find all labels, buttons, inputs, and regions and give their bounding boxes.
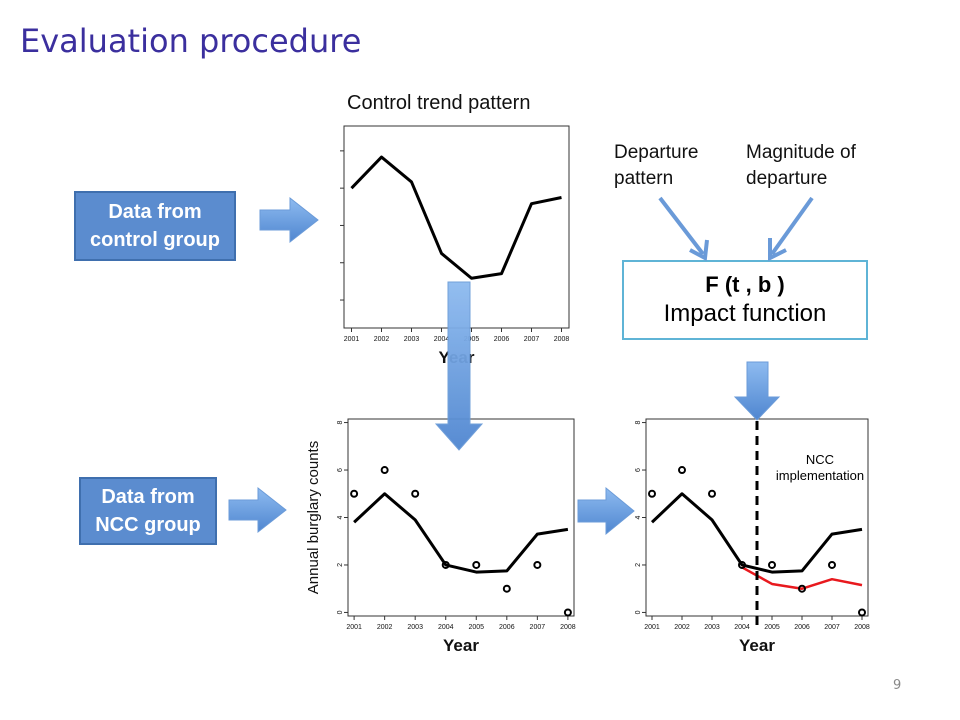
ncc-implementation-annotation: NCC implementation bbox=[775, 452, 865, 483]
arrow-down-icon bbox=[733, 361, 781, 421]
y-tick-label: 6 bbox=[635, 468, 642, 472]
arrow-right-icon bbox=[577, 486, 635, 536]
y-tick-label: 4 bbox=[635, 515, 642, 519]
x-axis-label: Year bbox=[443, 636, 479, 655]
x-tick-label: 2001 bbox=[644, 624, 660, 631]
observed-count-point bbox=[738, 560, 746, 569]
x-tick-label: 2006 bbox=[494, 336, 510, 343]
y-tick-label: 0 bbox=[635, 610, 642, 614]
x-tick-label: 2007 bbox=[530, 624, 546, 631]
arrow-right-icon bbox=[228, 486, 287, 534]
x-tick-label: 2003 bbox=[407, 624, 423, 631]
x-tick-label: 2005 bbox=[468, 624, 484, 631]
impact-adjusted-line bbox=[741, 566, 863, 590]
observed-count-point bbox=[411, 489, 420, 498]
y-tick-label: 4 bbox=[337, 515, 344, 519]
departure-arrow-icon bbox=[658, 196, 709, 262]
slide-title: Evaluation procedure bbox=[20, 22, 362, 60]
control-box-line1: Data from bbox=[108, 201, 202, 223]
magnitude-arrow-icon bbox=[768, 196, 814, 262]
x-tick-label: 2001 bbox=[346, 624, 362, 631]
y-tick-label: 6 bbox=[337, 468, 344, 472]
y-tick-label: 0 bbox=[337, 610, 344, 614]
y-tick-label: 2 bbox=[337, 563, 344, 567]
x-tick-label: 2007 bbox=[824, 624, 840, 631]
observed-count-point bbox=[858, 608, 866, 617]
page-number: 9 bbox=[893, 678, 902, 693]
x-tick-label: 2003 bbox=[704, 624, 720, 631]
departure-pattern-label: Departure pattern bbox=[614, 142, 699, 189]
ncc-scatter-chart: 2001 2002 2003 2004 2005 2006 2007 2008 0 2 4 6 8Yea… bbox=[305, 418, 576, 655]
control-group-box: Data from control group bbox=[74, 191, 236, 261]
observed-count-point bbox=[708, 489, 716, 498]
y-tick-label: 2 bbox=[635, 563, 642, 567]
ncc-box-line1: Data from bbox=[101, 486, 195, 508]
x-tick-label: 2006 bbox=[499, 624, 515, 631]
control-box-line2: control group bbox=[90, 229, 220, 251]
observed-count-point bbox=[533, 560, 542, 569]
arrow-down-icon bbox=[434, 281, 484, 451]
x-tick-label: 2005 bbox=[464, 336, 480, 343]
x-tick-label: 2001 bbox=[344, 336, 360, 343]
control-chart-title: Control trend pattern bbox=[347, 92, 531, 114]
x-tick-label: 2002 bbox=[374, 336, 390, 343]
x-tick-label: 2004 bbox=[438, 624, 454, 631]
ncc-group-box: Data from NCC group bbox=[79, 477, 217, 545]
impact-label: Impact function bbox=[663, 300, 827, 327]
x-tick-label: 2004 bbox=[434, 336, 450, 343]
ncc-impact-chart: 2001 2002 2003 2004 2005 2006 2007 2008 0 2 4 6 8Yea… bbox=[635, 418, 870, 655]
observed-count-point bbox=[768, 560, 776, 569]
arrow-right-icon bbox=[259, 196, 319, 244]
observed-count-point bbox=[798, 584, 806, 593]
x-tick-label: 2006 bbox=[794, 624, 810, 631]
magnitude-label: Magnitude of departure bbox=[746, 142, 856, 189]
observed-count-point bbox=[502, 584, 511, 593]
ncc-box-line2: NCC group bbox=[95, 514, 201, 536]
x-tick-label: 2002 bbox=[674, 624, 690, 631]
y-tick-label: 8 bbox=[337, 421, 344, 425]
observed-count-point bbox=[648, 489, 656, 498]
x-tick-label: 2003 bbox=[404, 336, 420, 343]
observed-count-point bbox=[380, 466, 389, 475]
x-tick-label: 2008 bbox=[560, 624, 576, 631]
observed-count-point bbox=[441, 560, 450, 569]
fitted-trend-line bbox=[353, 492, 569, 574]
x-tick-label: 2008 bbox=[554, 336, 570, 343]
observed-count-point bbox=[678, 466, 686, 475]
observed-count-point bbox=[350, 489, 359, 498]
x-tick-label: 2007 bbox=[524, 336, 540, 343]
observed-count-point bbox=[828, 560, 836, 569]
x-tick-label: 2002 bbox=[377, 624, 393, 631]
control-trend-line bbox=[350, 155, 562, 280]
impact-formula: F (t , b ) bbox=[705, 272, 785, 297]
x-axis-label: Year bbox=[739, 636, 775, 655]
x-tick-label: 2005 bbox=[764, 624, 780, 631]
observed-count-point bbox=[472, 560, 481, 569]
x-tick-label: 2004 bbox=[734, 624, 750, 631]
x-tick-label: 2008 bbox=[854, 624, 870, 631]
y-tick-label: 8 bbox=[635, 421, 642, 425]
y-axis-label: Annual burglary counts bbox=[305, 441, 322, 594]
impact-function-box: F (t , b ) Impact function bbox=[622, 260, 868, 340]
observed-count-point bbox=[563, 608, 572, 617]
fitted-trend-line bbox=[650, 492, 863, 574]
